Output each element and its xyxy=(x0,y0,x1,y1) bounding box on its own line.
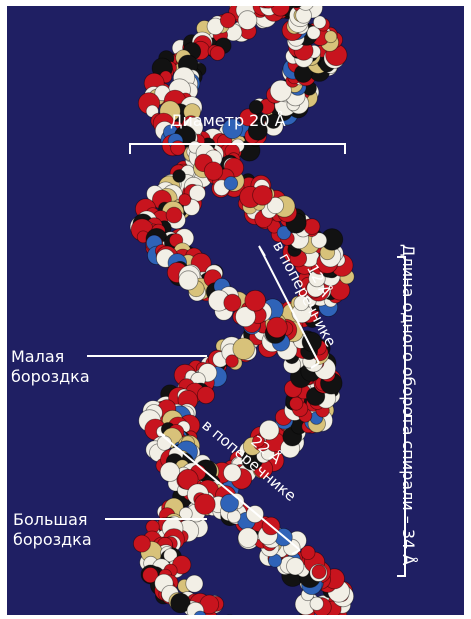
atom-sphere xyxy=(238,11,257,30)
atom-sphere xyxy=(290,397,303,410)
minor-groove-label: Малая бороздка xyxy=(11,347,90,387)
minor-groove-label-line1: Малая xyxy=(11,347,90,367)
turn-length-label: Длина одного оборота спирали – 34 Å xyxy=(399,244,417,565)
atom-sphere xyxy=(253,185,273,205)
dna-double-helix-figure: Диаметр 20 Å 12 Å в поперечнике 22 Å в п… xyxy=(7,6,464,615)
atom-sphere xyxy=(204,162,222,180)
atom-sphere xyxy=(233,338,255,360)
atom-sphere xyxy=(179,271,198,290)
atom-sphere xyxy=(224,294,241,311)
atom-sphere xyxy=(325,31,337,43)
minor-groove-label-line2: бороздка xyxy=(11,367,90,387)
atom-sphere xyxy=(133,535,150,552)
atom-sphere xyxy=(189,185,205,201)
atom-sphere xyxy=(166,207,182,223)
atom-sphere xyxy=(245,290,266,311)
major-groove-label-line2: бороздка xyxy=(13,530,92,550)
atom-sphere xyxy=(312,565,326,579)
atom-sphere xyxy=(197,387,214,404)
atom-sphere xyxy=(238,528,258,548)
atom-sphere xyxy=(267,317,288,338)
atom-sphere xyxy=(220,13,235,28)
major-groove-label-line1: Большая xyxy=(13,510,92,530)
atom-sphere xyxy=(186,575,203,592)
atom-sphere xyxy=(171,141,186,156)
atom-sphere xyxy=(210,46,224,60)
diameter-label: Диаметр 20 Å xyxy=(170,111,286,131)
atom-sphere xyxy=(287,558,304,575)
major-groove-label: Большая бороздка xyxy=(13,510,92,550)
atom-sphere xyxy=(224,464,242,482)
atom-sphere xyxy=(173,170,186,183)
atom-sphere xyxy=(195,494,216,515)
atom-sphere xyxy=(304,219,320,235)
atom-sphere xyxy=(224,177,238,191)
